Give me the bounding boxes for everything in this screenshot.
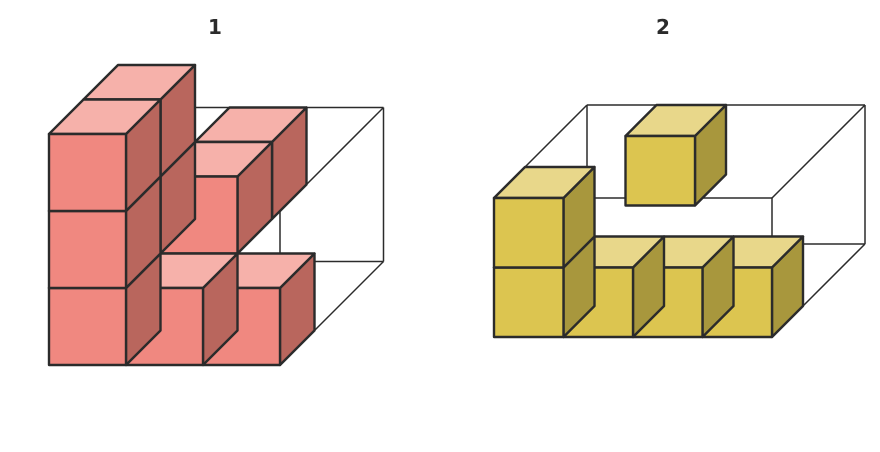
cube-front-face: [47, 209, 128, 290]
unit-cube: [492, 165, 596, 269]
cube-front-face: [47, 286, 128, 367]
figure-1: 1: [47, 15, 385, 367]
cube-front-face: [624, 134, 697, 207]
cube-front-face: [47, 132, 128, 213]
figure-1-cube-stack: [47, 63, 316, 367]
figure-2-label: 2: [656, 15, 670, 39]
unit-cube: [47, 98, 162, 213]
figure-1-label: 1: [208, 15, 222, 39]
box-edge: [771, 104, 866, 199]
figure-2: 2: [492, 15, 866, 339]
unit-cube: [624, 103, 728, 207]
cube-front-face: [492, 196, 565, 269]
cube-front-face: [492, 266, 565, 339]
figure-2-cube-stack: [492, 103, 805, 339]
